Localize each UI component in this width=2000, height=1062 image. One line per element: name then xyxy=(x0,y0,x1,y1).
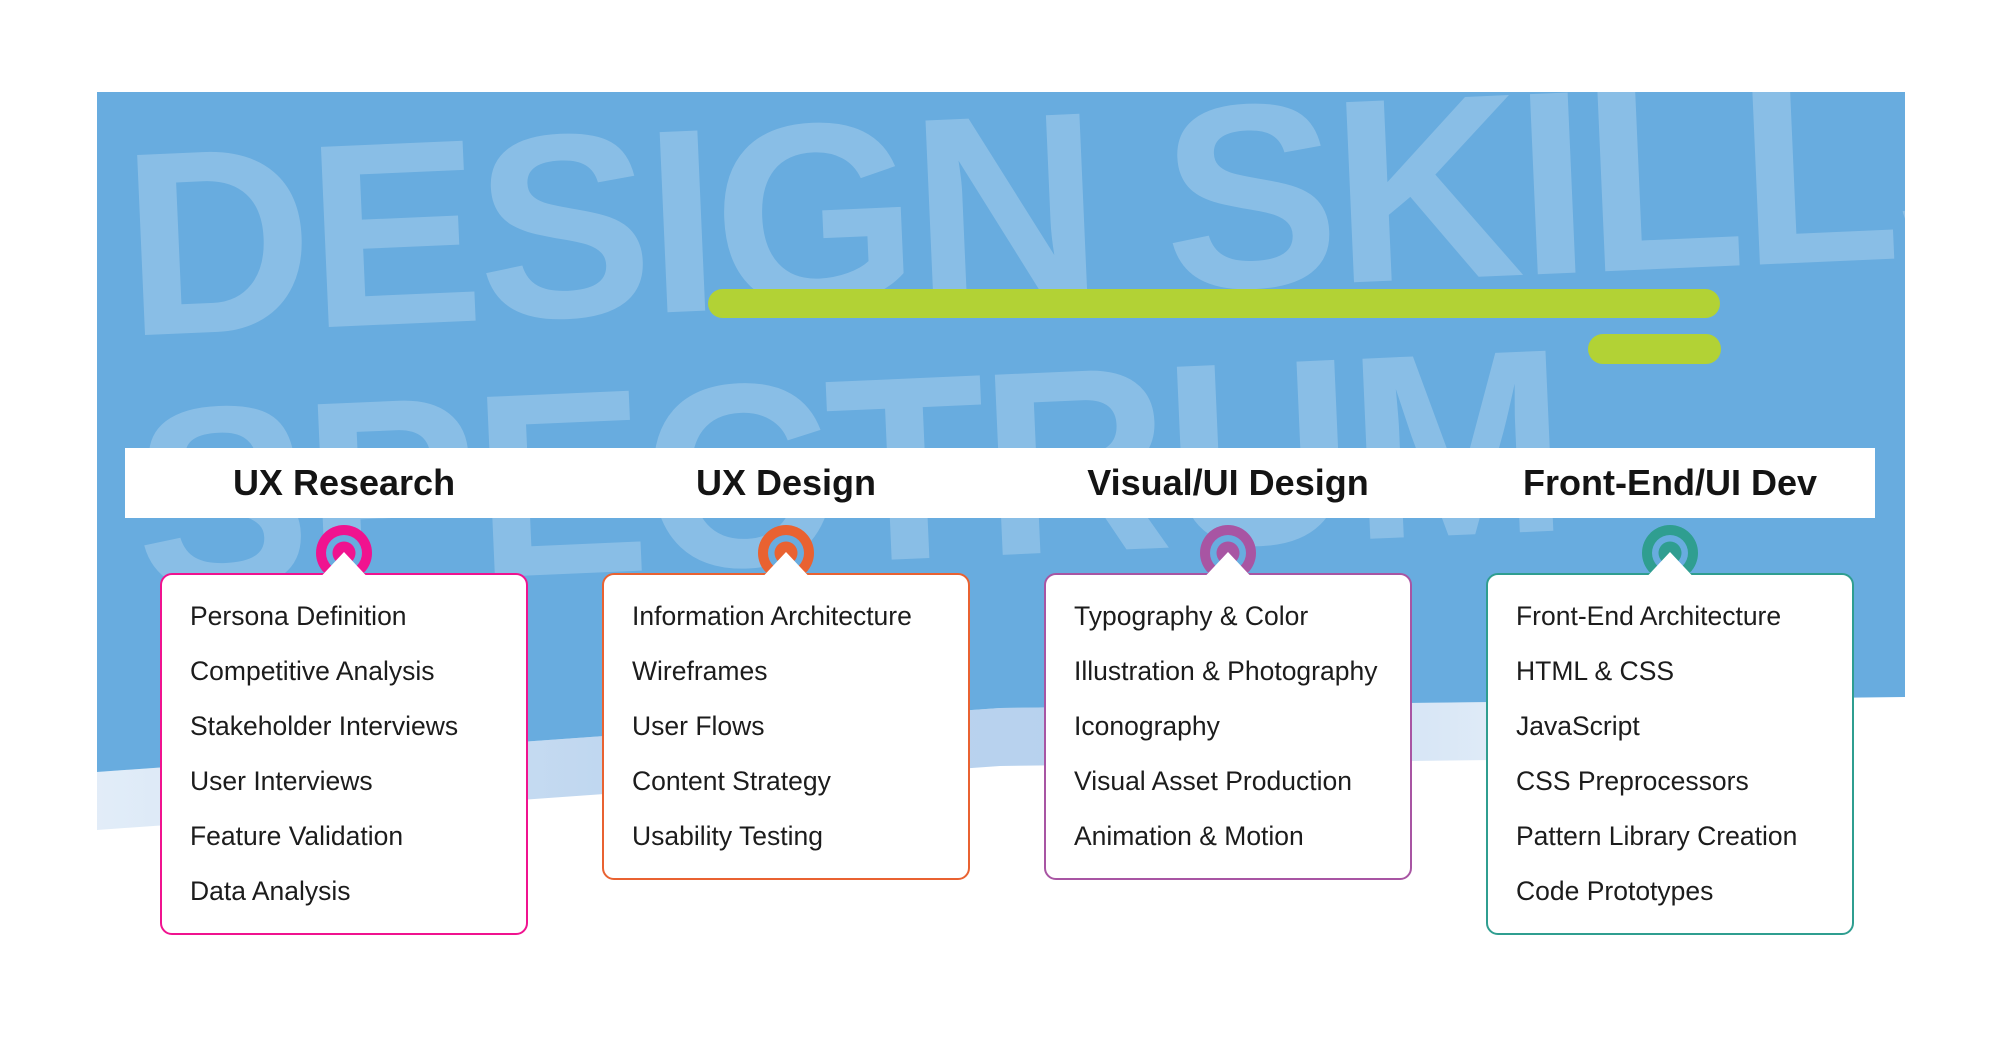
skill-item: JavaScript xyxy=(1516,711,1640,741)
card-front-end-ui-dev: Front-End Architecture HTML & CSS JavaSc… xyxy=(1486,573,1854,935)
skill-item: CSS Preprocessors xyxy=(1516,766,1749,796)
skill-item: Competitive Analysis xyxy=(190,656,435,686)
skill-item: Wireframes xyxy=(632,656,768,686)
skill-item: Illustration & Photography xyxy=(1074,656,1378,686)
card-visual-ui-design: Typography & Color Illustration & Photog… xyxy=(1044,573,1412,880)
card-ux-research: Persona Definition Competitive Analysis … xyxy=(160,573,528,935)
skill-item: Iconography xyxy=(1074,711,1220,741)
skill-item: Animation & Motion xyxy=(1074,821,1304,851)
column-title-ux-research: UX Research xyxy=(232,462,456,503)
skill-item: Persona Definition xyxy=(190,601,407,631)
skill-list: Typography & Color Illustration & Photog… xyxy=(1046,575,1410,878)
target-pin-icon xyxy=(312,524,376,584)
skill-item: Pattern Library Creation xyxy=(1516,821,1798,851)
skill-item: HTML & CSS xyxy=(1516,656,1675,686)
skill-item: Visual Asset Production xyxy=(1074,766,1352,796)
skill-item: Content Strategy xyxy=(632,766,831,796)
skill-item: Typography & Color xyxy=(1074,601,1309,631)
skill-item: User Interviews xyxy=(190,766,373,796)
skill-item: Feature Validation xyxy=(190,821,404,851)
watermark-text: DESIGN SKILLS SPECTRUM xyxy=(117,92,1905,648)
column-title-front-end-ui-dev: Front-End/UI Dev xyxy=(1523,462,1817,503)
column-title-visual-ui-design: Visual/UI Design xyxy=(1087,462,1369,503)
column-title-ux-design: UX Design xyxy=(695,462,877,503)
target-pin-icon xyxy=(754,524,818,584)
skill-item: Data Analysis xyxy=(190,876,351,906)
card-ux-design: Information Architecture Wireframes User… xyxy=(602,573,970,880)
skill-item: Front-End Architecture xyxy=(1516,601,1782,631)
target-pin-icon xyxy=(1196,524,1260,584)
skill-list: Information Architecture Wireframes User… xyxy=(604,575,968,878)
target-pin-icon xyxy=(1638,524,1702,584)
skill-item: User Flows xyxy=(632,711,765,741)
green-accent-bar-short xyxy=(1588,334,1721,364)
skill-list: Persona Definition Competitive Analysis … xyxy=(162,575,526,933)
skill-item: Usability Testing xyxy=(632,821,823,851)
header-band xyxy=(125,448,1875,518)
skill-item: Code Prototypes xyxy=(1516,876,1714,906)
skill-list: Front-End Architecture HTML & CSS JavaSc… xyxy=(1488,575,1852,933)
green-accent-bar-long xyxy=(708,289,1720,318)
skill-item: Information Architecture xyxy=(632,601,912,631)
skill-item: Stakeholder Interviews xyxy=(190,711,459,741)
